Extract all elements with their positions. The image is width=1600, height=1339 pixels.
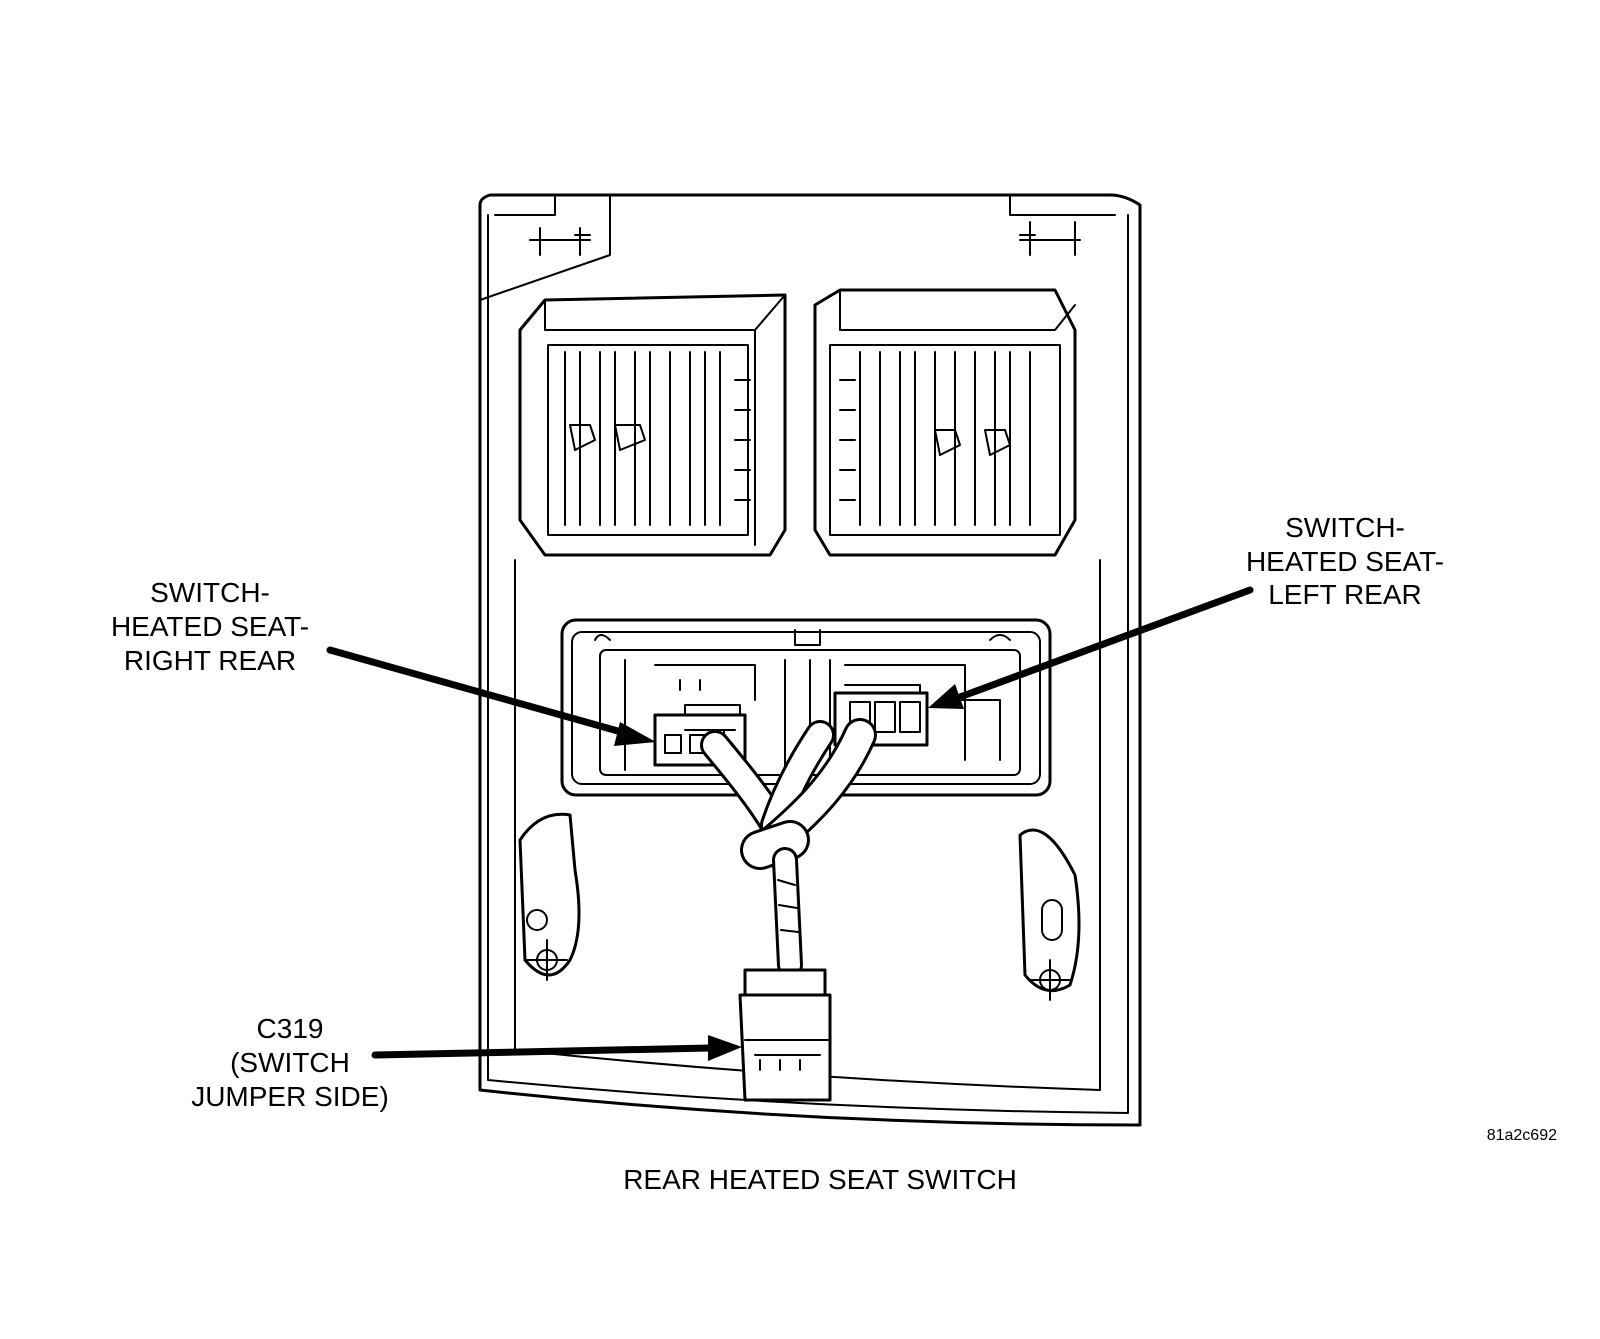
left-air-vent: [518, 293, 787, 557]
console-bezel: [478, 193, 1142, 1127]
label-right-rear-line-3: RIGHT REAR: [124, 645, 296, 676]
label-c319-line-2: (SWITCH: [230, 1047, 350, 1078]
label-left-rear: SWITCH- HEATED SEAT- LEFT REAR: [1246, 512, 1444, 610]
label-right-rear-line-2: HEATED SEAT-: [111, 611, 309, 642]
label-right-rear-line-1: SWITCH-: [150, 577, 270, 608]
label-right-rear: SWITCH- HEATED SEAT- RIGHT REAR: [111, 577, 309, 676]
label-left-rear-line-1: SWITCH-: [1285, 512, 1405, 543]
label-c319: C319 (SWITCH JUMPER SIDE): [191, 1013, 389, 1112]
figure-id: 81a2c692: [1487, 1127, 1557, 1144]
wiring-harness: [700, 718, 877, 978]
c319-arrow-line: [371, 1044, 714, 1059]
callout-arrows: [326, 586, 1254, 1061]
label-c319-line-3: JUMPER SIDE): [191, 1081, 389, 1112]
lower-right-bracket: [1018, 828, 1081, 1001]
lower-left-bracket: [518, 812, 581, 981]
left-rear-arrow-line: [956, 586, 1254, 701]
left-rear-arrow-head: [928, 684, 964, 709]
figure-caption: REAR HEATED SEAT SWITCH: [623, 1164, 1017, 1195]
right-rear-arrow-line: [326, 646, 629, 737]
c319-connector: [738, 968, 832, 1102]
label-left-rear-line-3: LEFT REAR: [1268, 579, 1422, 610]
right-air-vent: [813, 288, 1077, 557]
c319-arrow-head: [708, 1035, 742, 1061]
label-c319-line-1: C319: [257, 1013, 324, 1044]
label-left-rear-line-2: HEATED SEAT-: [1246, 546, 1444, 577]
right-rear-arrow-head: [614, 722, 656, 746]
